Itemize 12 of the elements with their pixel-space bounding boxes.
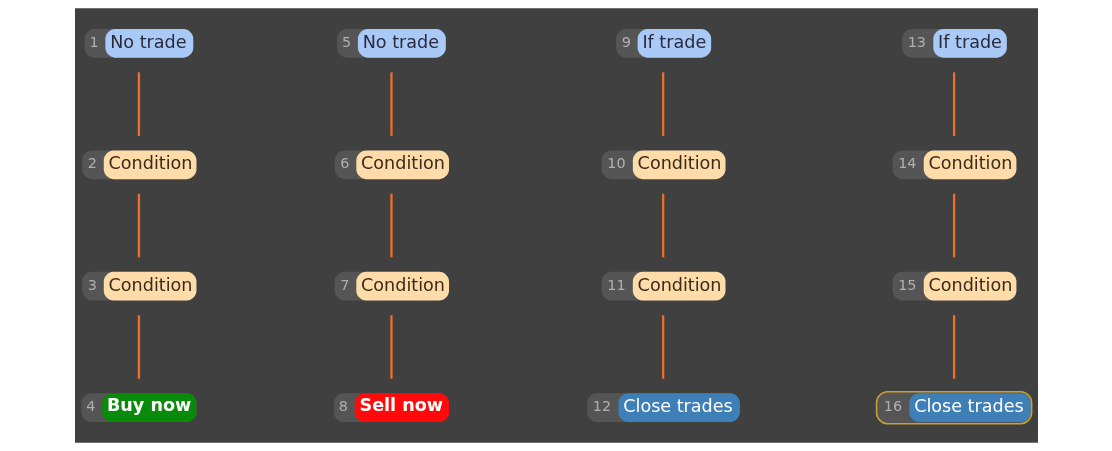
connector	[661, 315, 664, 379]
connector	[137, 193, 140, 258]
connector	[952, 315, 955, 379]
connector	[137, 72, 140, 136]
connector	[661, 193, 664, 258]
connector	[661, 72, 664, 136]
connector	[952, 72, 955, 136]
connector	[389, 193, 393, 258]
connector	[389, 315, 393, 379]
connector	[389, 72, 393, 136]
connector	[952, 193, 955, 258]
connector	[137, 315, 140, 379]
